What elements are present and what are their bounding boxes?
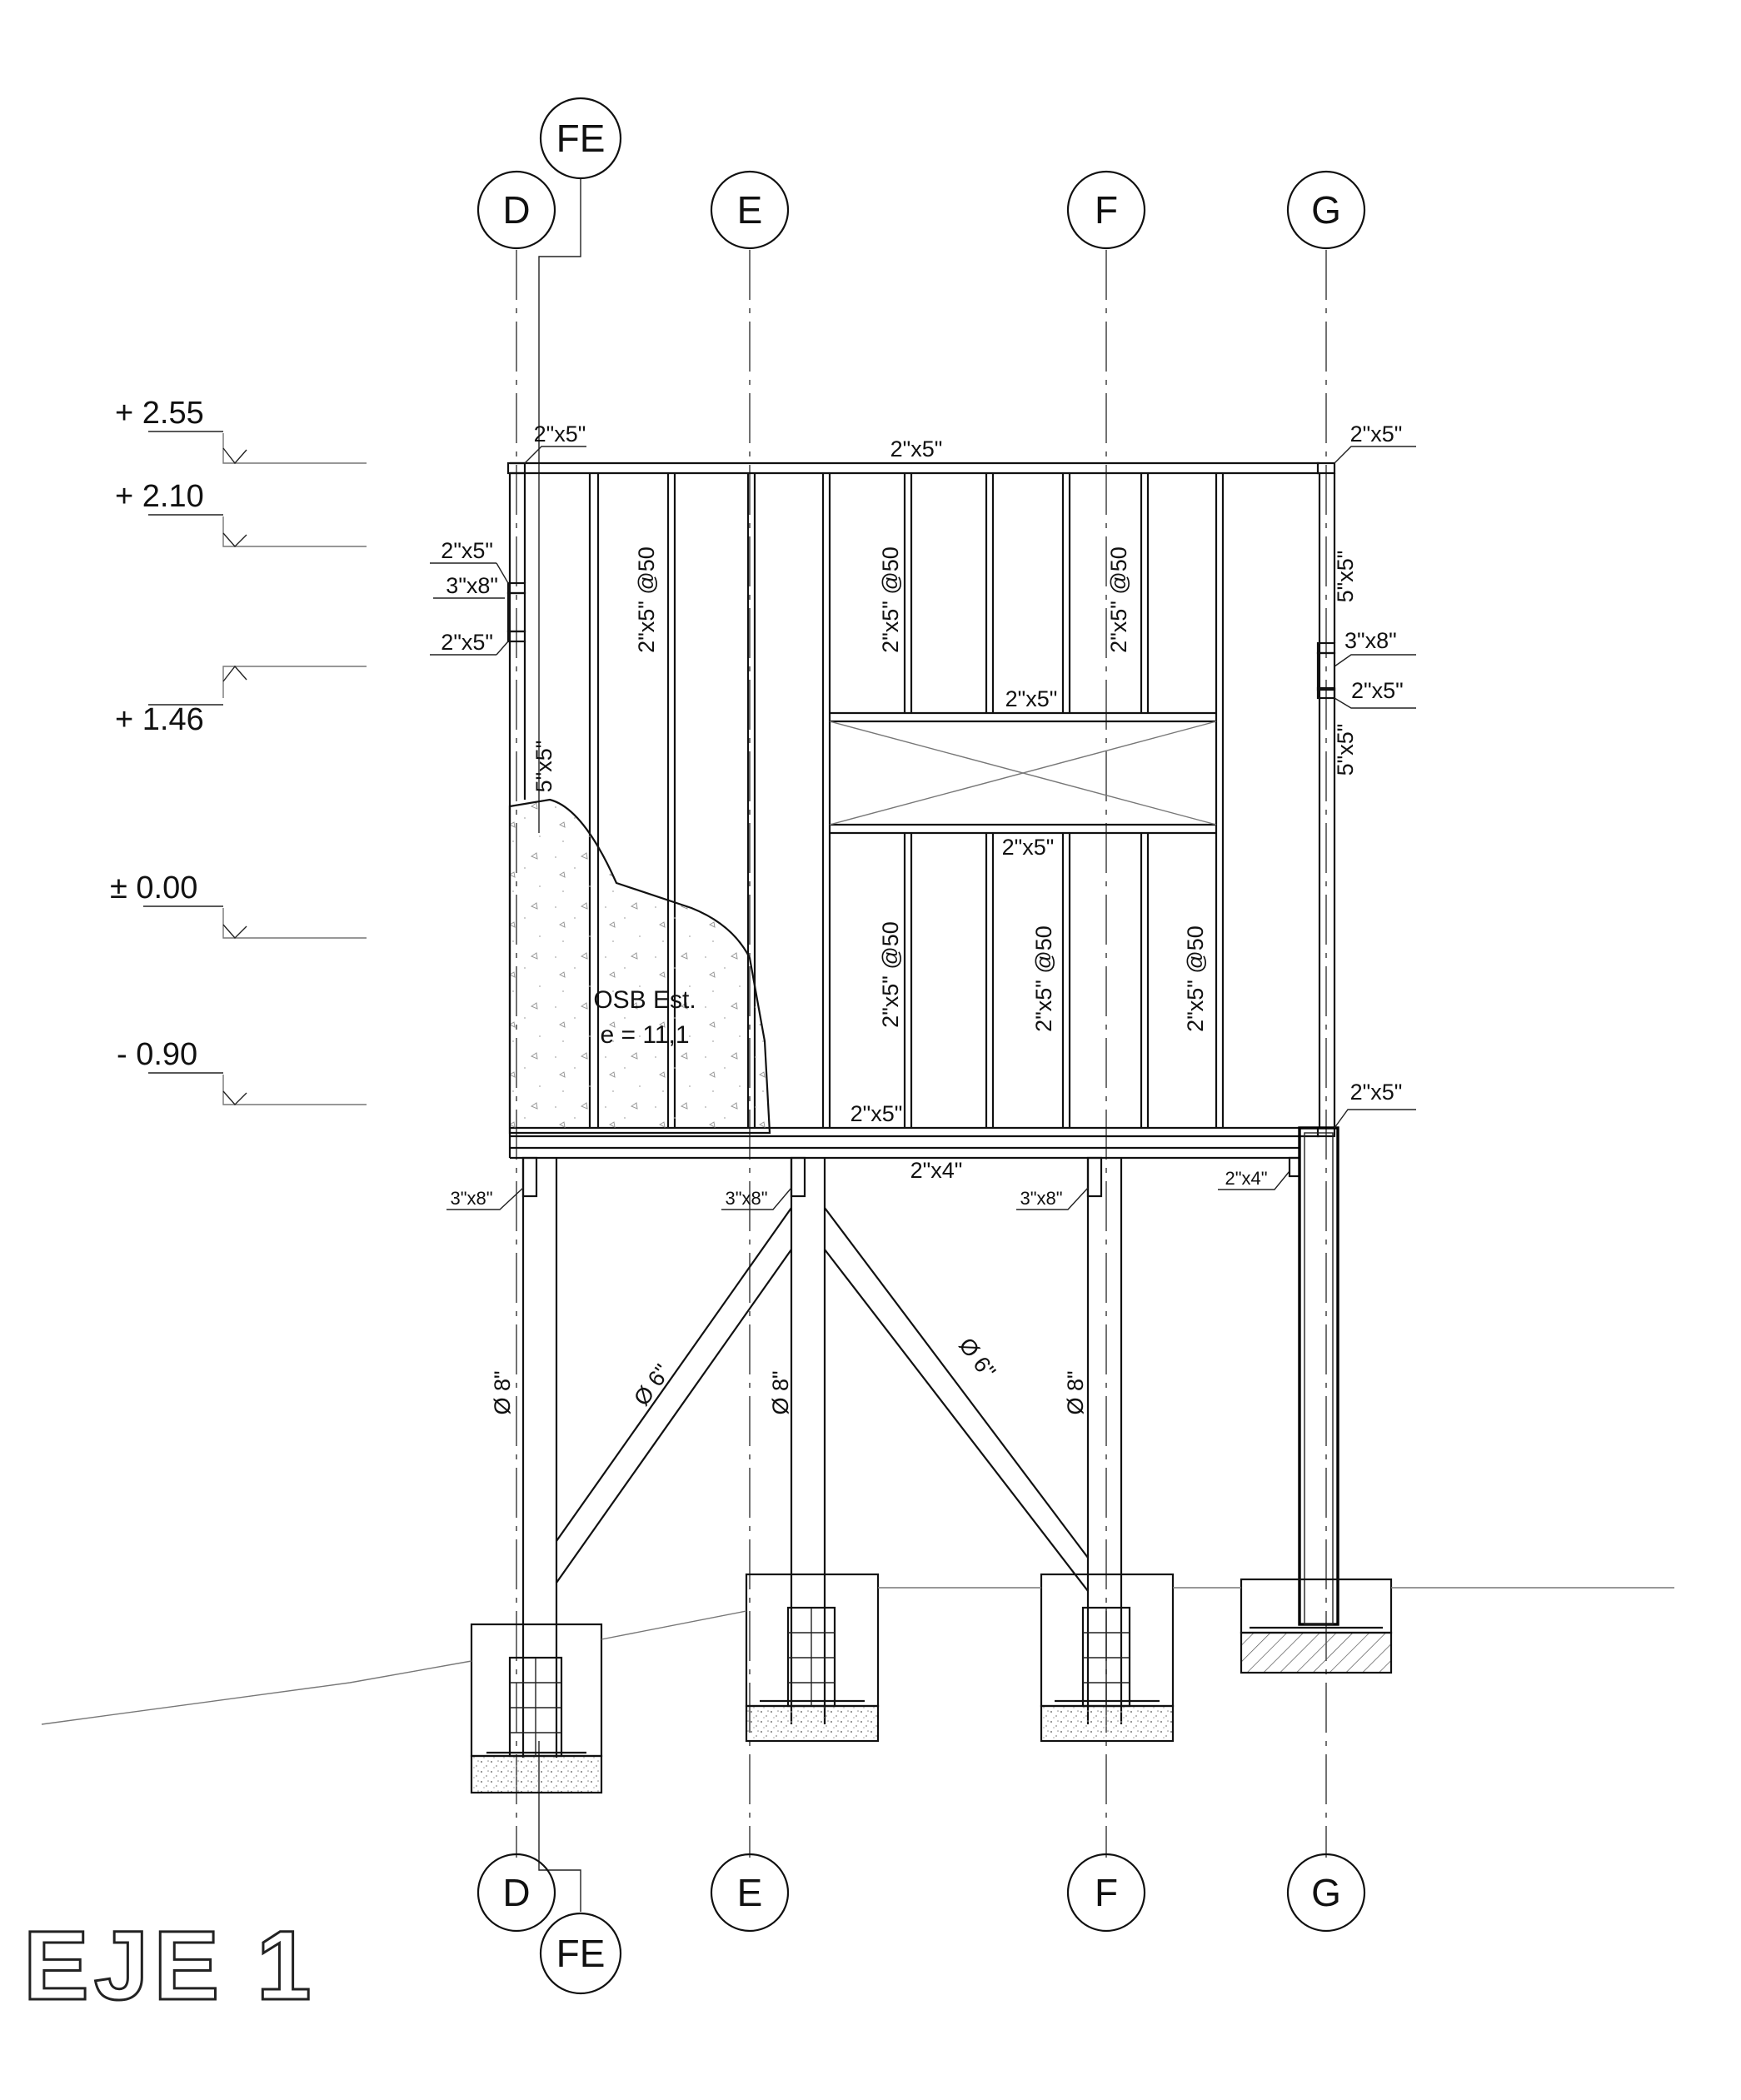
svg-text:3"x8": 3"x8" (450, 1188, 492, 1209)
svg-text:+ 1.46: + 1.46 (115, 702, 204, 737)
level-marker-255: + 2.55 (115, 396, 367, 465)
level-marker-210: + 2.10 (115, 479, 367, 548)
svg-text:3"x8": 3"x8" (1020, 1188, 1062, 1209)
svg-text:FE: FE (556, 1932, 606, 1975)
axis-bubble-bottom-g: G (1286, 1853, 1366, 1933)
ground-line (41, 1587, 1674, 1725)
svg-text:2"x5": 2"x5" (1350, 421, 1403, 446)
svg-text:5"x5": 5"x5" (531, 741, 556, 793)
axis-bubble-bottom-d: D (476, 1853, 556, 1933)
svg-text:Ø 8": Ø 8" (490, 1370, 515, 1414)
svg-text:F: F (1095, 1871, 1118, 1914)
svg-text:Ø 8": Ø 8" (1063, 1370, 1088, 1414)
svg-text:2"x5" @50: 2"x5" @50 (1183, 925, 1208, 1032)
svg-text:2"x5" @50: 2"x5" @50 (878, 921, 903, 1028)
axis-bubble-top-d: D (476, 170, 556, 250)
axis-bubble-top-fe: FE (539, 97, 622, 180)
axis-bubble-top-e: E (710, 170, 790, 250)
svg-text:2"x5": 2"x5" (1351, 678, 1404, 703)
footing-f (1040, 1573, 1175, 1743)
svg-text:± 0.00: ± 0.00 (110, 870, 197, 905)
svg-text:+ 2.55: + 2.55 (115, 396, 204, 431)
svg-text:5"x5": 5"x5" (1333, 551, 1358, 603)
svg-text:D: D (502, 188, 530, 232)
svg-text:E: E (737, 188, 763, 232)
svg-text:OSB Est.: OSB Est. (593, 986, 696, 1014)
footings (470, 1573, 1393, 1794)
svg-text:EJE 1: EJE 1 (23, 1911, 316, 2021)
footing-g (1240, 1578, 1393, 1674)
svg-text:2"x5" @50: 2"x5" @50 (1106, 546, 1131, 653)
svg-text:E: E (737, 1871, 763, 1914)
svg-text:D: D (502, 1871, 530, 1914)
wall-frame (506, 461, 1336, 1160)
axis-bubble-bottom-e: E (710, 1853, 790, 1933)
svg-text:2"x5": 2"x5" (851, 1101, 903, 1126)
svg-text:5"x5": 5"x5" (1333, 724, 1358, 776)
svg-text:F: F (1095, 188, 1118, 232)
footing-d (470, 1623, 603, 1794)
svg-text:2"x5" @50: 2"x5" @50 (878, 546, 903, 653)
axis-bubble-bottom-fe: FE (539, 1912, 622, 1995)
svg-text:+ 2.10: + 2.10 (115, 479, 204, 514)
footing-e (745, 1573, 880, 1743)
svg-text:2"x5": 2"x5" (1350, 1080, 1403, 1105)
svg-text:2"x5": 2"x5" (890, 436, 943, 461)
level-marker-000: ± 0.00 (110, 870, 367, 940)
svg-text:2"x5" @50: 2"x5" @50 (634, 546, 659, 653)
svg-text:2"x5": 2"x5" (1002, 835, 1055, 860)
svg-text:e = 11,1: e = 11,1 (600, 1021, 689, 1049)
svg-text:2"x5" @50: 2"x5" @50 (1031, 925, 1056, 1032)
level-marker-146: + 1.46 (115, 665, 367, 737)
svg-text:3"x8": 3"x8" (446, 573, 498, 598)
svg-text:2"x5": 2"x5" (441, 538, 493, 563)
svg-text:G: G (1311, 188, 1341, 232)
member-labels: 2"x5" 2"x5" 2"x5" 2"x5" 3"x8" 2"x5" 5"x5… (430, 421, 1416, 1415)
svg-text:- 0.90: - 0.90 (117, 1037, 197, 1072)
svg-text:G: G (1311, 1871, 1341, 1914)
level-marker-090: - 0.90 (117, 1037, 367, 1106)
substructure (521, 1126, 1339, 1758)
svg-text:FE: FE (556, 117, 606, 160)
axis-bubble-bottom-f: F (1066, 1853, 1146, 1933)
drawing-title: EJE 1 (22, 1910, 316, 2023)
level-markers: + 2.55 + 2.10 + 1.46 ± 0.00 - 0.90 (110, 396, 367, 1106)
axis-bubble-top-f: F (1066, 170, 1146, 250)
svg-text:2"x5": 2"x5" (441, 630, 493, 655)
axis-bubbles-bottom: D FE E F G (476, 1853, 1366, 1995)
svg-text:2"x5": 2"x5" (1005, 686, 1058, 711)
axis-bubbles-top: D FE E F G (476, 97, 1366, 250)
osb-panel: OSB Est. e = 11,1 (508, 798, 771, 1135)
svg-text:Ø 6": Ø 6" (629, 1359, 675, 1410)
svg-text:2"x4": 2"x4" (1225, 1168, 1267, 1189)
svg-text:3"x8": 3"x8" (725, 1188, 767, 1209)
svg-text:Ø 8": Ø 8" (768, 1370, 793, 1414)
svg-text:Ø 6": Ø 6" (954, 1333, 1000, 1383)
axis-bubble-top-g: G (1286, 170, 1366, 250)
svg-text:2"x4": 2"x4" (910, 1158, 963, 1183)
svg-text:3"x8": 3"x8" (1344, 628, 1397, 653)
svg-text:2"x5": 2"x5" (534, 421, 586, 446)
